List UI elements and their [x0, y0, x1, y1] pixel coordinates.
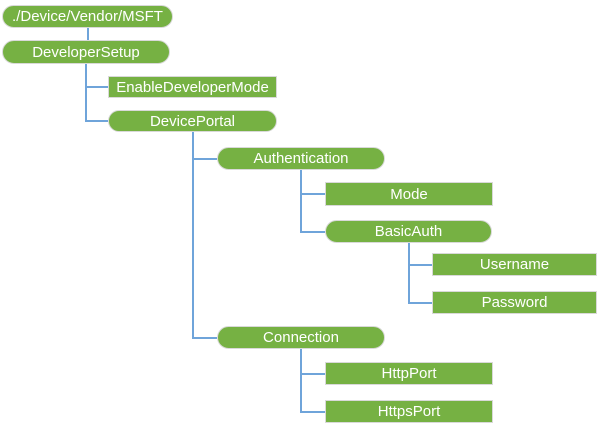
connector-segment	[408, 243, 410, 304]
connector-segment	[300, 231, 325, 233]
tree-node-authentication: Authentication	[217, 147, 385, 170]
connector-segment	[300, 170, 302, 233]
connector-segment	[192, 132, 194, 339]
tree-node-label: Password	[481, 294, 548, 311]
tree-node-label: DeveloperSetup	[32, 43, 140, 61]
tree-node-password: Password	[432, 291, 597, 314]
tree-node-label: HttpPort	[381, 365, 437, 382]
tree-node-developer-setup: DeveloperSetup	[2, 40, 170, 64]
connector-segment	[85, 86, 108, 88]
tree-node-label: Username	[479, 256, 550, 273]
connector-segment	[85, 120, 108, 122]
connector-segment	[300, 373, 325, 375]
tree-node-label: Authentication	[253, 150, 349, 167]
tree-node-https-port: HttpsPort	[325, 400, 493, 423]
connector-segment	[192, 158, 217, 160]
connector-segment	[300, 411, 325, 413]
tree-node-mode: Mode	[325, 182, 493, 206]
connector-segment	[300, 349, 302, 413]
tree-node-http-port: HttpPort	[325, 362, 493, 385]
tree-node-label: ./Device/Vendor/MSFT	[12, 8, 163, 25]
tree-node-basic-auth: BasicAuth	[325, 220, 492, 243]
connector-segment	[300, 193, 325, 195]
tree-node-label: BasicAuth	[374, 223, 443, 240]
tree-node-root: ./Device/Vendor/MSFT	[2, 5, 173, 28]
connector-segment	[85, 64, 87, 122]
tree-node-label: Connection	[263, 329, 339, 346]
tree-node-label: HttpsPort	[377, 403, 441, 420]
connector-segment	[192, 337, 217, 339]
connector-segment	[87, 28, 89, 40]
tree-node-connection: Connection	[217, 326, 385, 349]
connector-segment	[408, 264, 432, 266]
connector-segment	[408, 302, 432, 304]
tree-node-enable-developer-mode: EnableDeveloperMode	[108, 76, 277, 98]
tree-node-label: DevicePortal	[149, 112, 236, 130]
tree-node-label: EnableDeveloperMode	[116, 78, 269, 96]
tree-node-label: Mode	[390, 185, 428, 203]
tree-node-username: Username	[432, 253, 597, 276]
tree-node-device-portal: DevicePortal	[108, 110, 277, 132]
